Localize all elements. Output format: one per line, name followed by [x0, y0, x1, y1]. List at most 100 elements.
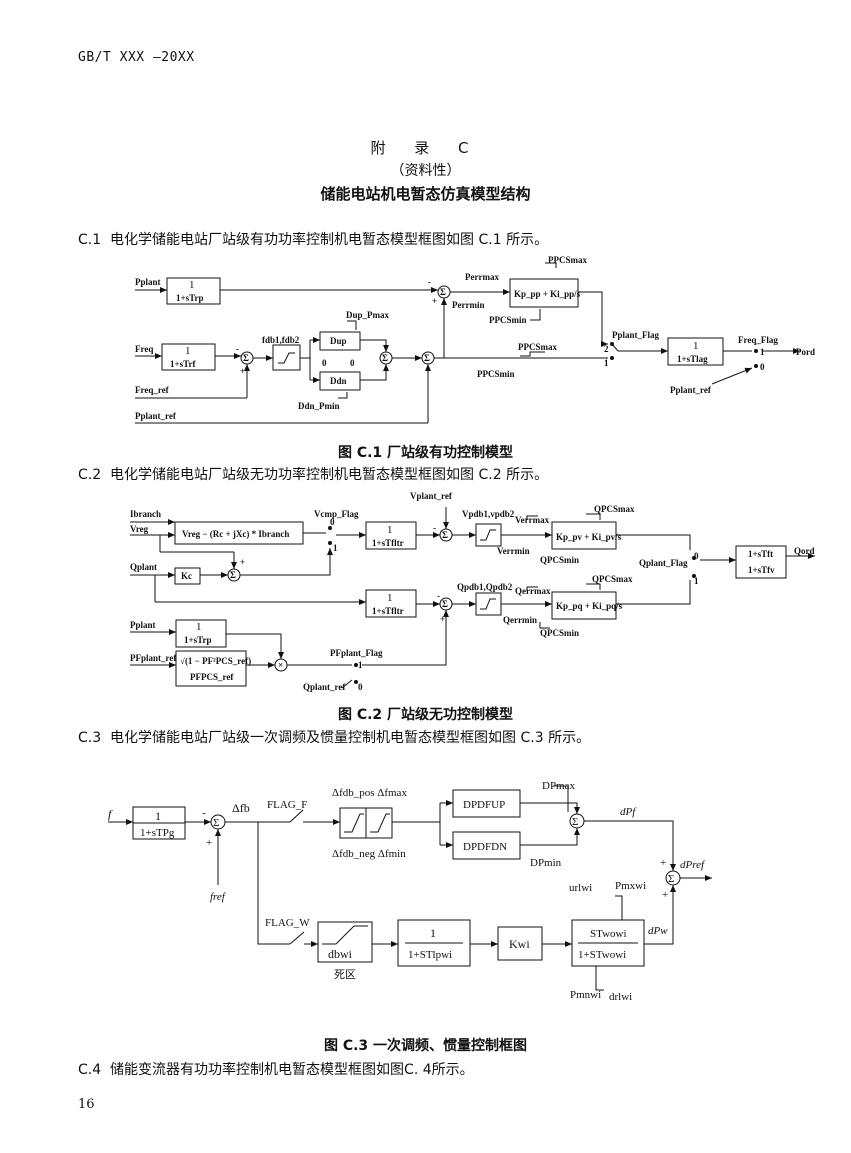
kc-block — [174, 567, 201, 585]
sigma-symbol: Σ — [572, 816, 578, 828]
pi-block-label: Kp_pp + Ki_pp/s — [514, 289, 581, 299]
pi-block — [551, 591, 617, 620]
switch-0-label: 0 — [330, 517, 335, 527]
sigma-symbol: Σ — [382, 353, 388, 363]
pi-v-label: Kp_pv + Ki_pv/s — [556, 532, 622, 542]
f-label: f — [108, 807, 113, 821]
dpdf-up-block — [452, 789, 521, 818]
pplant-ref-label: Pplant_ref — [670, 385, 712, 395]
sigma-symbol: Σ — [243, 353, 249, 363]
zero-label: 0 — [322, 358, 327, 368]
flag-w-label: FLAG_W — [265, 917, 310, 929]
switch-1-label: 1 — [333, 543, 338, 553]
pplant-label: Pplant — [135, 277, 161, 287]
lag-block — [166, 277, 221, 305]
appendix-subtitle: 储能电站机电暂态仿真模型结构 — [320, 185, 531, 203]
minus-sign: - — [428, 277, 431, 287]
qpcs-max-label: QPCSmax — [594, 504, 635, 514]
freq-ref-label: Freq_ref — [135, 385, 170, 395]
verrmin-label: Verrmin — [497, 546, 530, 556]
lag-den: 1+sTfltr — [372, 538, 404, 548]
appendix-title: 附 录 C — [370, 139, 481, 157]
lag-num: 1 — [387, 524, 393, 536]
qerrmax-label: Qerrmax — [515, 586, 551, 596]
section-c1: C.1 电化学储能电站厂站级有功功率控制机电暂态模型框图如图 C.1 所示。 — [78, 229, 548, 249]
section-number: C.3 — [78, 730, 102, 746]
pmnwi-label: Pmnwi — [570, 989, 601, 1001]
figure-c3-caption: 图 C.3 一次调频、惯量控制框图 — [323, 1038, 528, 1054]
sigma-symbol: Σ — [668, 873, 674, 885]
ppcs-min-label: PPCSmin — [477, 369, 515, 379]
qplant-flag-label: Qplant_Flag — [639, 558, 688, 568]
ddn-block — [319, 371, 361, 391]
ppcs-max-label: PPCSmax — [548, 255, 587, 265]
switch-0-label: 0 — [358, 682, 363, 692]
plus-sign: + — [660, 857, 666, 869]
dpdf-dn-label: DPDFDN — [463, 841, 507, 853]
minus-sign: - — [433, 523, 436, 533]
zero-label: 0 — [350, 358, 355, 368]
pord-label: Pord — [796, 347, 815, 357]
minus-sign: - — [437, 591, 440, 601]
qplant-ref-label: Qplant_ref — [303, 682, 346, 692]
switch-2-label: 2 — [604, 344, 609, 354]
delta-fb-label: Δfb — [232, 801, 250, 815]
qpdb-label: Qpdb1,Qpdb2 — [457, 582, 513, 592]
lag-num: 1 — [196, 621, 202, 633]
dbwi-block — [317, 921, 373, 963]
pfplant-ref-label: PFplant_ref — [130, 653, 177, 663]
minus-sign: - — [202, 807, 206, 819]
urlwi-label: urlwi — [569, 882, 592, 894]
sigma-symbol: Σ — [442, 530, 448, 540]
lag-den: 1+sTrf — [170, 359, 196, 369]
section-text: 电化学储能电站厂站级无功功率控制机电暂态模型框图如图 C.2 所示。 — [110, 467, 549, 483]
plus-sign: + — [440, 614, 445, 624]
lag-den: 1+sTrp — [184, 635, 211, 645]
vpdb-label: Vpdb1,vpdb2 — [462, 509, 515, 519]
switch-1-label: 1 — [694, 576, 699, 586]
fdb-label: fdb1,fdb2 — [262, 335, 300, 345]
flag-f-label: FLAG_F — [267, 799, 307, 811]
switch-0-label: 0 — [694, 551, 699, 561]
pi-block — [509, 278, 579, 308]
appendix-nature: （资料性） — [390, 163, 461, 179]
switch-0-label: 0 — [760, 362, 765, 372]
section-number: C.1 — [78, 232, 102, 248]
qpcs-min-label: QPCSmin — [540, 555, 579, 565]
pi-block — [551, 521, 617, 550]
vreg-label: Vreg — [130, 524, 149, 534]
sigma-symbol: Σ — [442, 599, 448, 609]
minus-sign: - — [236, 344, 239, 354]
pplant-ref-label: Pplant_ref — [135, 411, 177, 421]
vcomp-expression: Vreg − (Rc + jXc) * Ibranch — [182, 529, 289, 539]
switch-1-label: 1 — [760, 347, 765, 357]
kwi-label: Kwi — [509, 937, 530, 951]
ddn-label: Ddn — [330, 376, 347, 386]
dbwi-label: dbwi — [328, 947, 353, 961]
sigma-symbol: Σ — [213, 817, 219, 829]
kc-label: Kc — [181, 571, 192, 581]
washout-num: STwowi — [590, 928, 627, 940]
lag-den: 1+sTrp — [176, 293, 203, 303]
vcmp-flag-label: Vcmp_Flag — [314, 509, 359, 519]
plus-sign: + — [662, 889, 668, 901]
lag-block — [365, 589, 417, 618]
lag-block — [175, 619, 227, 648]
section-c3: C.3 电化学储能电站厂站级一次调频及惯量控制机电暂态模型框图如图 C.3 所示… — [78, 727, 590, 747]
fref-label: fref — [210, 891, 227, 903]
lag-den: 1+sTPg — [140, 827, 175, 839]
dup-label: Dup — [330, 336, 347, 346]
lpwi-den: 1+STlpwi — [408, 949, 452, 961]
qord-label: Qord — [794, 546, 815, 556]
dup-pmax-label: Dup_Pmax — [346, 310, 390, 320]
lead-num: 1+sTft — [748, 549, 773, 559]
lag-num: 1 — [387, 592, 393, 604]
lag-num: 1 — [189, 279, 195, 291]
kwi-block — [497, 926, 543, 961]
pf-block — [175, 650, 247, 687]
pfplant-flag-label: PFplant_Flag — [330, 648, 383, 658]
perrmin-label: Perrmin — [452, 300, 484, 310]
lpwi-num: 1 — [430, 926, 436, 940]
pf-numerator: √(1 − PF²PCS_ref) — [180, 656, 251, 666]
pplant-flag-label: Pplant_Flag — [612, 330, 660, 340]
